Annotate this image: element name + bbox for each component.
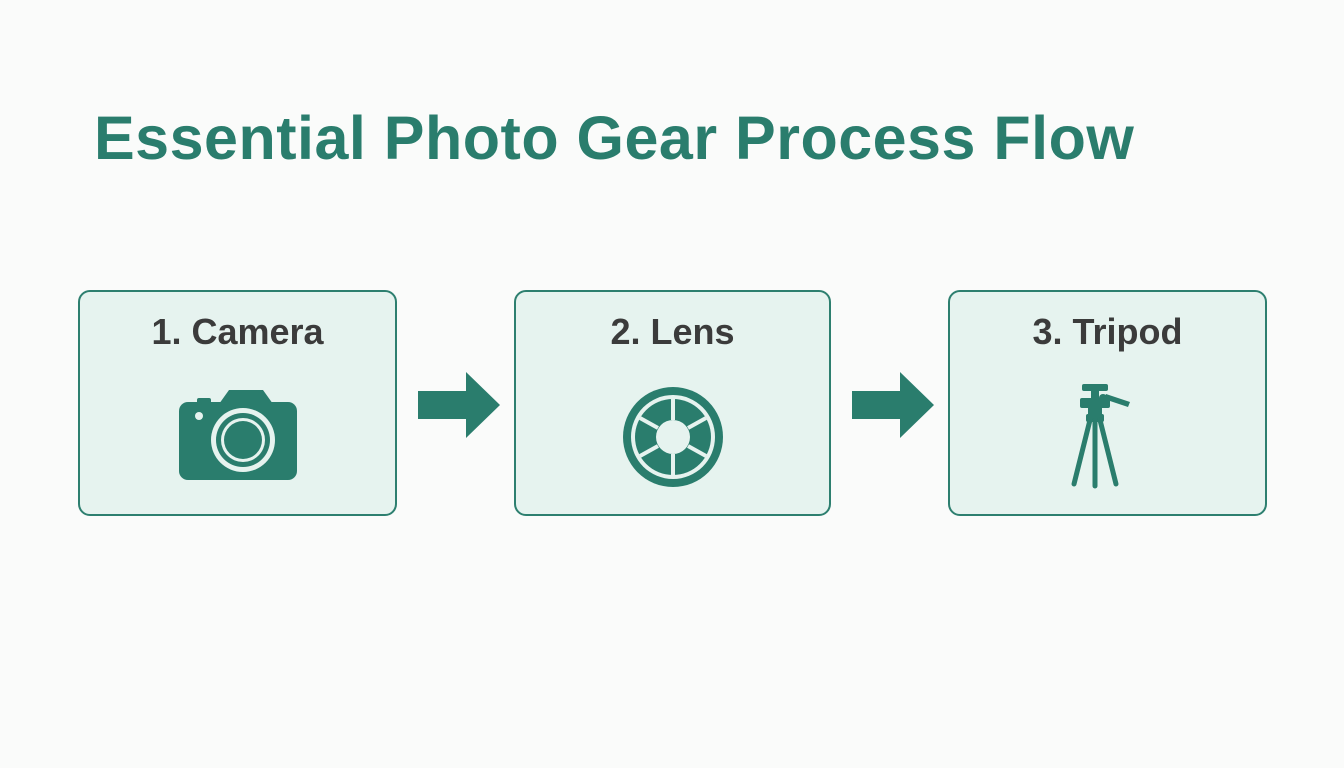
- diagram-title: Essential Photo Gear Process Flow: [94, 104, 1135, 172]
- lens-icon: [516, 384, 829, 490]
- step-box-camera: 1. Camera: [78, 290, 397, 516]
- step-box-lens: 2. Lens: [514, 290, 831, 516]
- camera-icon: [80, 388, 395, 480]
- flow-arrow-1: [418, 372, 500, 443]
- flow-arrow-2: [852, 372, 934, 443]
- step-label-lens: 2. Lens: [610, 311, 735, 352]
- tripod-icon: [950, 380, 1265, 490]
- step-box-tripod: 3. Tripod: [948, 290, 1267, 516]
- step-label-camera: 1. Camera: [151, 311, 324, 352]
- step-label-tripod: 3. Tripod: [1032, 311, 1183, 352]
